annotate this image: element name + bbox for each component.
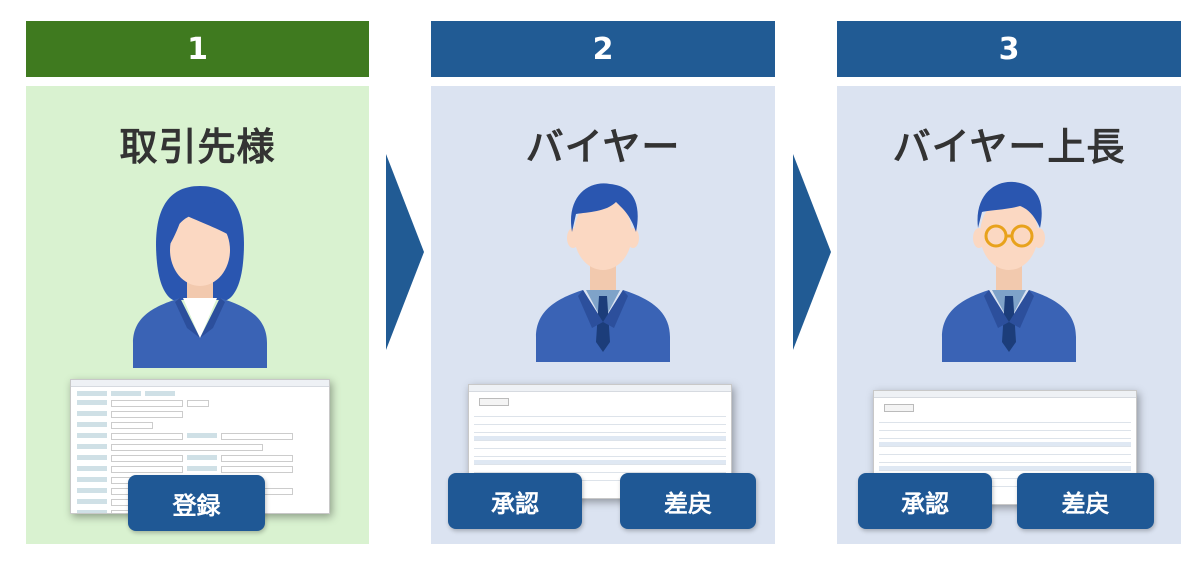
send-back-button[interactable]: 差戻: [1017, 473, 1154, 529]
step-3-title: バイヤー上長: [892, 125, 1126, 169]
send-back-button-label: 差戻: [664, 489, 712, 518]
step-2-header: 2: [431, 21, 775, 77]
step-1-panel: 取引先様 登録: [26, 86, 369, 544]
step-1-number: 1: [187, 31, 208, 67]
step-2-title: バイヤー: [525, 125, 681, 169]
male-manager-with-glasses-icon: [942, 181, 1076, 362]
step-3-panel: バイヤー上長 承認 差戻: [837, 86, 1181, 544]
male-buyer-icon: [536, 183, 670, 362]
step-3-header: 3: [837, 21, 1181, 77]
step-2-panel: バイヤー 承認 差戻: [431, 86, 775, 544]
arrow-right-icon: [386, 154, 424, 350]
approve-button-label: 承認: [491, 489, 539, 518]
register-button[interactable]: 登録: [128, 475, 265, 531]
arrow-right-icon: [793, 154, 831, 350]
register-button-label: 登録: [172, 491, 221, 520]
send-back-button-label: 差戻: [1061, 489, 1110, 518]
send-back-button[interactable]: 差戻: [620, 473, 756, 529]
step-1-title: 取引先様: [119, 125, 276, 169]
approve-button[interactable]: 承認: [448, 473, 582, 529]
female-supplier-icon: [133, 186, 267, 368]
step-1-header: 1: [26, 21, 369, 77]
approve-button-label: 承認: [901, 489, 949, 518]
step-3-number: 3: [998, 31, 1020, 67]
approve-button[interactable]: 承認: [858, 473, 992, 529]
step-2-number: 2: [592, 31, 614, 67]
